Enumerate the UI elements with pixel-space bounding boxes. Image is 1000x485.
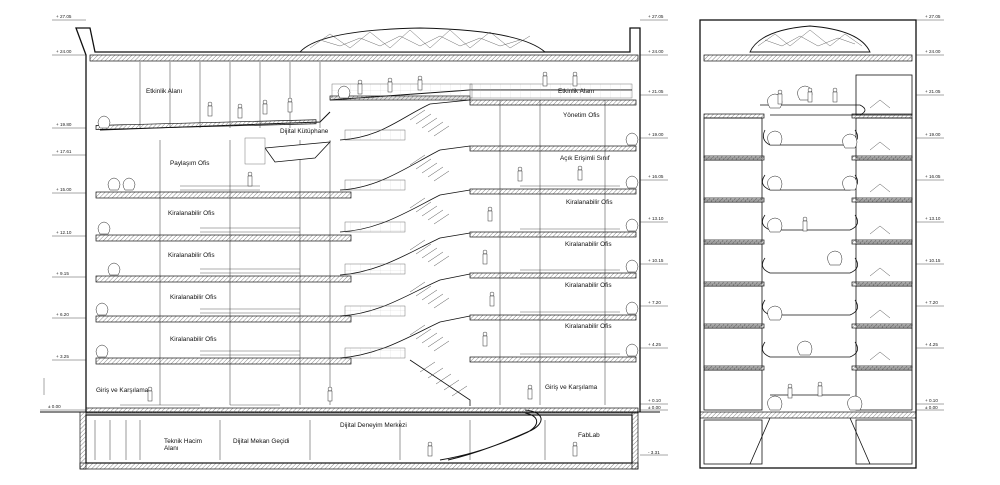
b-level-6: + 10.15	[925, 258, 941, 263]
level-right-7: + 7.20	[648, 300, 661, 305]
roof-slab	[89, 54, 639, 62]
b-level-1: + 24.00	[925, 49, 941, 54]
label-kira-8: Kiralanabilir Ofis	[565, 323, 612, 330]
label-kira-4: Kiralanabilir Ofis	[565, 241, 612, 248]
b-level-3: + 19.00	[925, 132, 941, 137]
b-level-10: ± 0.00	[925, 405, 938, 410]
b-level-0: + 27.05	[925, 14, 941, 19]
section-b: + 27.05 + 24.00 + 21.05 + 19.00 + 16.05 …	[699, 14, 944, 469]
label-yonetim: Yönetim Ofis	[563, 112, 600, 119]
label-kira-2: Kiralanabilir Ofis	[566, 199, 613, 206]
level-right-3: + 19.00	[648, 132, 664, 137]
label-paylasim: Paylaşım Ofis	[170, 160, 209, 167]
level-right-11: - 3.31	[648, 450, 660, 455]
roof-dome	[298, 27, 547, 53]
level-left-9: ± 0.00	[48, 404, 61, 409]
label-kira-6: Kiralanabilir Ofis	[565, 282, 612, 289]
level-right-9: + 0.10	[648, 398, 661, 403]
space-labels: Etkinlik Alanı Etkinlik Alanı Yönetim Of…	[96, 88, 613, 452]
level-right-4: + 16.05	[648, 174, 664, 179]
level-right-5: + 13.10	[648, 216, 664, 221]
level-left-0: + 27.05	[56, 14, 72, 19]
b-level-7: + 7.20	[925, 300, 938, 305]
basement-wall-right	[631, 411, 639, 470]
atrium-ramps	[339, 99, 471, 406]
level-right-2: + 21.05	[648, 89, 664, 94]
label-fablab: FabLab	[578, 432, 600, 439]
label-kira-3: Kiralanabilir Ofis	[168, 252, 215, 259]
b-level-9: + 0.10	[925, 398, 938, 403]
levels-left	[40, 19, 86, 411]
level-right-8: + 4.25	[648, 342, 661, 347]
level-left-1: + 24.00	[56, 49, 72, 54]
basement-floor-slab	[79, 462, 639, 470]
b-level-8: + 4.25	[925, 342, 938, 347]
level-left-5: + 12.10	[56, 230, 72, 235]
level-right-0: + 27.05	[648, 14, 664, 19]
basement-wall-left	[79, 411, 87, 470]
section-a: Etkinlik Alanı Etkinlik Alanı Yönetim Of…	[40, 14, 668, 470]
level-left-6: + 9.15	[56, 271, 69, 276]
label-giris-1: Giriş ve Karşılama	[96, 387, 149, 394]
ground-slab	[85, 407, 639, 414]
b-level-2: + 21.05	[925, 89, 941, 94]
level-right-10: ± 0.00	[648, 405, 661, 410]
level-left-3: + 17.61	[56, 149, 72, 154]
label-kutuphane: Dijital Kütüphane	[280, 128, 329, 135]
level-left-4: + 15.00	[56, 187, 72, 192]
label-etkinlik-2: Etkinlik Alanı	[558, 88, 594, 95]
basement-ramp	[439, 409, 542, 461]
level-right-1: + 24.00	[648, 49, 664, 54]
label-acik: Açık Erişimli Sınıf	[560, 155, 610, 162]
library-pod	[264, 141, 332, 163]
level-left-7: + 6.20	[56, 312, 69, 317]
b-level-5: + 13.10	[925, 216, 941, 221]
label-mekan: Dijital Mekan Geçidi	[233, 438, 289, 445]
level-left-2: + 19.80	[56, 122, 72, 127]
label-kira-5: Kiralanabilir Ofis	[170, 294, 217, 301]
level-right-6: + 10.15	[648, 258, 664, 263]
label-giris-2: Giriş ve Karşılama	[545, 384, 598, 391]
level-left-8: + 3.25	[56, 354, 69, 359]
b-level-4: + 16.05	[925, 174, 941, 179]
label-etkinlik: Etkinlik Alanı	[146, 88, 182, 95]
building-outline	[75, 27, 641, 412]
label-kira-1: Kiralanabilir Ofis	[168, 210, 215, 217]
label-kira-7: Kiralanabilir Ofis	[170, 336, 217, 343]
label-deneyim: Dijital Deneyim Merkezi	[340, 422, 407, 429]
